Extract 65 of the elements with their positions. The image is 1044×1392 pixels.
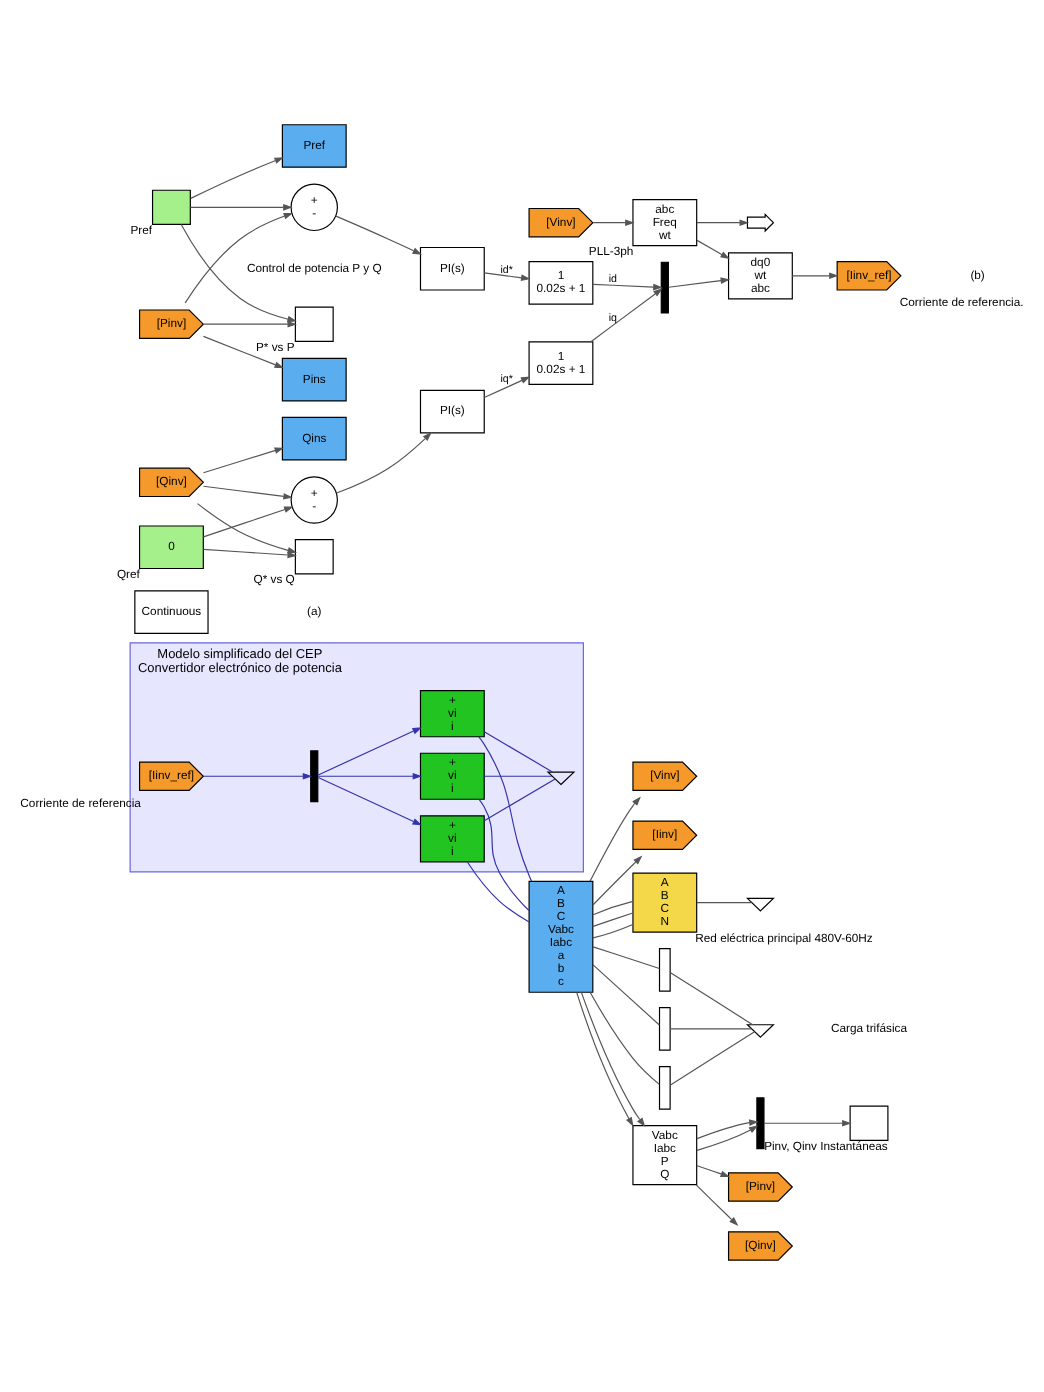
arrow (202, 447, 285, 474)
connector (592, 923, 634, 939)
node-resistor (658, 1066, 671, 1110)
connector (483, 775, 553, 777)
arrow (180, 223, 297, 323)
connector (483, 778, 556, 822)
arrow (197, 503, 298, 554)
arrow (590, 288, 663, 343)
arrow (202, 506, 294, 538)
connector (669, 1028, 753, 1030)
arrow (317, 727, 422, 776)
arrow (202, 320, 297, 328)
connector (478, 736, 533, 882)
node-terminator (746, 213, 775, 233)
node-resistor (658, 948, 671, 992)
arrow (695, 1184, 739, 1227)
arrow (576, 992, 634, 1127)
arrow (202, 772, 313, 780)
connector (669, 972, 754, 1026)
connector (592, 900, 634, 916)
arrow (696, 1119, 759, 1140)
arrow (696, 239, 730, 260)
node-box (849, 1105, 889, 1141)
connector (592, 964, 660, 1026)
connector (483, 731, 553, 773)
arrow (483, 376, 531, 399)
arrow (190, 157, 284, 199)
connector (592, 912, 634, 927)
arrow (335, 432, 432, 494)
connector (478, 798, 530, 912)
arrow (668, 277, 731, 288)
arrow (592, 283, 663, 291)
arrow (791, 272, 839, 280)
arrow (580, 991, 646, 1127)
arrow (335, 215, 422, 255)
connector (669, 1031, 756, 1086)
arrow (592, 855, 643, 906)
node-bar (660, 261, 669, 314)
node-box (151, 189, 191, 226)
node-ground (745, 1024, 775, 1038)
arrow (189, 204, 293, 211)
arrow (202, 335, 284, 369)
arrow (763, 1119, 852, 1127)
arrow (317, 777, 422, 826)
node-bar (756, 1097, 765, 1150)
connector (696, 901, 753, 904)
node-ground (546, 771, 576, 786)
arrow (696, 219, 749, 226)
arrow (589, 796, 641, 882)
arrow (483, 272, 531, 281)
arrow (202, 485, 293, 500)
arrow (184, 213, 294, 304)
arrow (696, 1125, 759, 1151)
node-box (294, 306, 334, 342)
connector (589, 991, 660, 1085)
node-ground (745, 897, 775, 912)
node-box (294, 539, 334, 575)
arrow (592, 219, 635, 226)
arrow (202, 548, 297, 559)
node-bar (310, 750, 319, 803)
connector (466, 861, 530, 923)
arrow (317, 772, 423, 780)
arrow (696, 1165, 730, 1178)
connector (592, 946, 660, 970)
node-resistor (658, 1007, 671, 1051)
